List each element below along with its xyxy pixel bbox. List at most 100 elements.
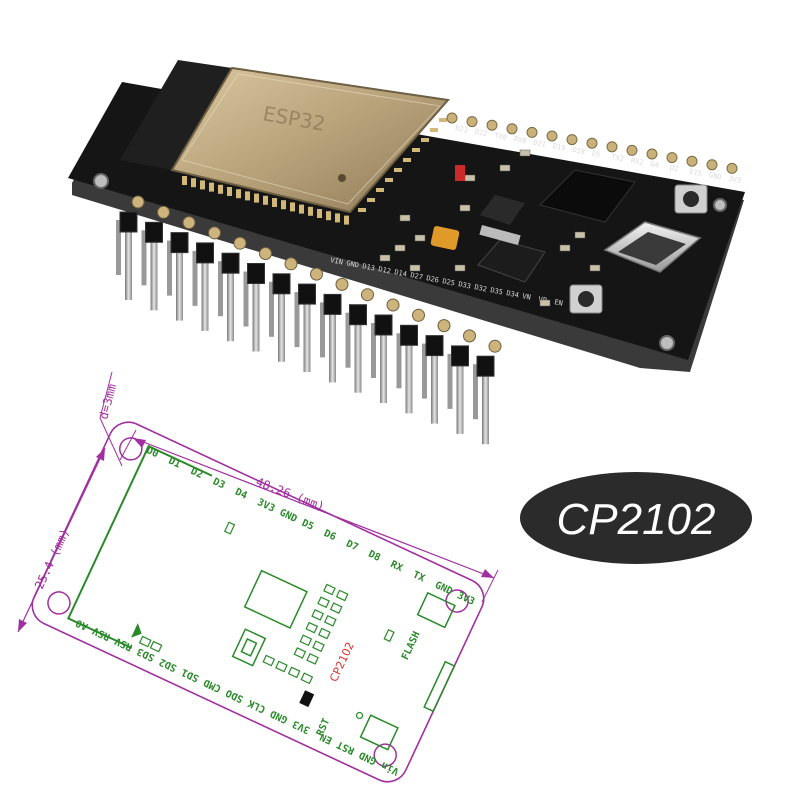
pin-housing [170,232,189,254]
ext-line [119,429,137,461]
pin-housing [272,273,291,295]
top-pin-label: D0 [144,445,160,460]
smd-part [379,254,391,262]
bottom-label: D35 [490,286,504,296]
diode-footprint [299,690,315,708]
castellated-pad [344,215,349,225]
pin-pad [208,226,221,240]
pin-pad [606,141,618,153]
pin-pad [646,148,658,160]
smd-pad [149,640,163,653]
pin-housing [323,293,342,315]
pin-housing [119,211,138,233]
smd-part [394,244,406,252]
flash-label: FLASH [400,630,423,662]
pin-housing [451,345,469,367]
bottom-label: D27 [410,271,424,281]
pin-pad [486,119,498,131]
bottom-label: EN [554,298,564,308]
castellated-pad [439,118,447,122]
smd-pad [306,653,319,665]
top-pin-label: GND [433,580,454,598]
header-pin-back [473,364,478,420]
header-pin-back [345,312,351,368]
smd-pad [329,602,343,615]
arrow [96,448,105,461]
reset-button [578,291,594,307]
bottom-pin-label: RST [335,738,356,756]
edge-label: D18 [572,146,586,156]
edge-label: GND [708,171,722,181]
edge-label: D2 [669,164,679,174]
header-pin-back [116,220,121,275]
smd-part [539,299,551,307]
pin-pad [566,134,578,146]
smd-pad [138,635,152,648]
header-pin-back [218,261,223,317]
header-pin [456,363,464,434]
bottom-label: D25 [442,277,456,287]
height-label: 25.4 (mm) [32,526,72,591]
castellated-pad [254,193,259,203]
pin-pad [626,144,638,156]
smd-components [379,149,601,307]
castellated-pad [245,191,250,201]
castellated-pad [412,148,420,152]
cp2102-badge: CP2102 [520,472,752,564]
pin-housing [298,283,316,305]
edge-label: 3V3 [728,175,742,185]
via [355,711,364,720]
top-pin-label: D8 [366,549,382,564]
edge-label: D22 [474,128,488,138]
pin-pad [526,126,538,138]
smd-part [589,264,601,272]
header-pin [354,322,362,393]
smd-part [399,214,411,222]
header-pin-back [447,353,453,409]
header-pin [405,343,413,414]
castellated-pad [376,188,384,192]
module-outline [66,444,213,649]
castellated-pad [385,178,393,182]
pin-housing [349,304,367,326]
edge-label: RX2 [630,157,644,167]
pin-pad [182,216,196,230]
antenna-pcb [120,60,232,170]
castellated-pad [299,204,304,214]
header-pin-back [422,343,427,399]
arrow [133,438,146,448]
pin-pad [466,116,478,128]
castellated-pad [317,209,322,218]
header-pin [150,240,158,311]
chip-footprint [243,569,308,629]
top-pin-label: RX [389,559,405,574]
smd-pad [262,654,276,667]
tantalum-capacitor [430,226,460,250]
top-pin-label: D6 [322,528,338,543]
smd-pad [223,521,236,535]
castellated-pad [209,182,214,192]
bottom-label: D33 [458,280,472,290]
usb-uart-chip [539,169,636,223]
header-pin [252,281,260,352]
castellated-pad [394,168,402,172]
smd-part [454,264,466,272]
header-pins-front [119,211,495,445]
edge-label: RX0 [513,135,527,145]
castellated-pad [430,128,438,132]
badge-text: CP2102 [556,495,715,544]
edge-label: D23 [455,124,469,134]
button-footprint [416,591,456,629]
bottom-pin-label: SDO [224,687,245,705]
header-pin-bases [131,112,738,353]
header-pin [125,230,132,300]
edge-label: TX0 [494,131,508,141]
smd-part [574,231,586,239]
pin-pad [506,123,518,135]
component-footprints [138,521,395,720]
diode [480,195,525,225]
pin-pad [386,298,400,312]
module-pads [182,118,447,225]
